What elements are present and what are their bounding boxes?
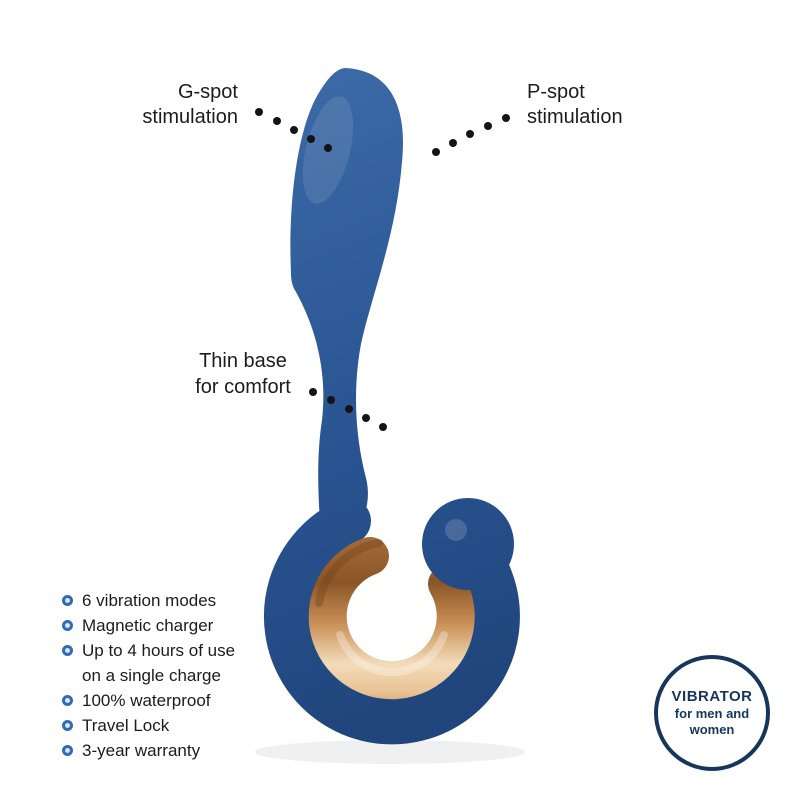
bullet-icon [62,595,73,606]
feature-item-label: Up to 4 hours of use [82,640,236,660]
feature-item: Magnetic charger [62,613,235,638]
bullet-icon [62,620,73,631]
bullet-icon [62,695,73,706]
badge-subtitle-line2: women [689,722,735,737]
thin-base-callout-line2: for comfort [195,376,291,398]
device-shadow [255,740,525,764]
feature-item: 100% waterproof [62,688,235,713]
gold-ring-dark-reflection [315,539,383,607]
gspot-leader-line [255,108,332,152]
gspot-callout: G-spot stimulation [88,80,238,130]
badge-subtitle-line1: for men and [674,706,750,721]
bullet-icon [62,745,73,756]
feature-item-label: 6 vibration modes [82,590,217,610]
bullet-icon [62,720,73,731]
pspot-leader-line [432,114,510,156]
feature-item-label: Magnetic charger [82,615,214,635]
gold-ring-highlight [336,631,448,677]
thin-base-callout: Thin base for comfort [178,348,308,400]
gspot-callout-line1: G-spot [177,81,238,103]
feature-item: 3-year warranty [62,738,235,763]
product-badge: VIBRATOR for men and women [654,655,770,771]
bullet-icon [62,645,73,656]
feature-list: 6 vibration modes Magnetic charger Up to… [62,588,235,763]
feature-item: 6 vibration modes [62,588,235,613]
feature-item-label: 3-year warranty [82,740,201,760]
pspot-callout: P-spot stimulation [527,80,697,130]
pspot-callout-line1: P-spot [527,81,585,103]
device-loop [263,498,520,745]
pspot-callout-line2: stimulation [527,106,623,128]
gspot-callout-line2: stimulation [142,106,238,128]
feature-item-label: Travel Lock [82,715,170,735]
device-head-neck [290,68,404,548]
badge-title: VIBRATOR [671,688,753,705]
feature-item-continued: on a single charge [62,663,235,688]
gold-ring [308,537,475,700]
device-tip [422,498,514,590]
thin-base-leader-line [309,388,387,431]
feature-item: Up to 4 hours of use [62,638,235,663]
thin-base-callout-line1: Thin base [199,350,287,372]
feature-item: Travel Lock [62,713,235,738]
device-tip-highlight [445,519,467,541]
feature-item-label: on a single charge [82,665,221,685]
feature-item-label: 100% waterproof [82,690,211,710]
